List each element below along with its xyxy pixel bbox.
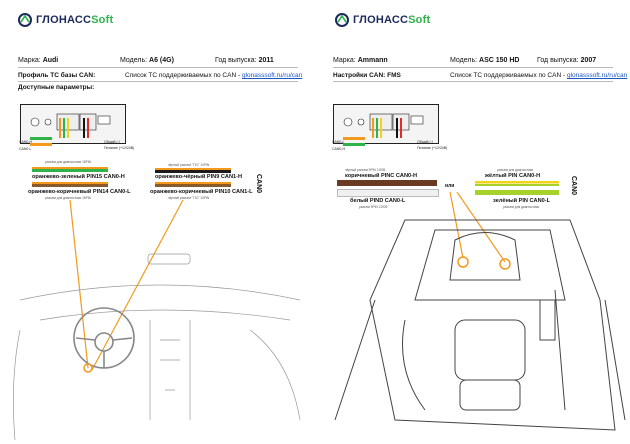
make-row: Марка: Audi <box>18 57 58 64</box>
pin9-label: оранжево-чёрный PIN9 CAN1-H <box>155 174 243 180</box>
brand-mark-icon <box>18 13 32 27</box>
connector-note: чёрный разъем "T10" 10PIN <box>168 163 210 167</box>
green-pin-label: зелёный PIN CAN0-L <box>493 198 551 204</box>
can-list-link[interactable]: glonasssoft.ru/ru/can <box>241 72 303 79</box>
can-list-row: Список ТС поддерживаемых по CAN - glonas… <box>450 72 627 79</box>
make-value: Audi <box>42 57 59 64</box>
brand-logo: ГЛОНАССSoft <box>18 13 113 27</box>
right-sheet: ГЛОНАССSoft Марка: Ammann Модель: ASC 15… <box>315 0 630 444</box>
brand-suffix: Soft <box>91 14 114 26</box>
cab-drawing <box>334 113 626 431</box>
brand-prefix: ГЛОНАСС <box>36 14 92 26</box>
pin-can0l-label: CAN0-L <box>332 140 345 144</box>
connector-note: разъем для диагностики <box>503 205 540 209</box>
model-label: Модель: <box>120 57 148 64</box>
wire-can0h <box>343 143 365 146</box>
can-list-link[interactable]: glonasssoft.ru/ru/can <box>566 72 628 79</box>
model-row: Модель: ASC 150 HD <box>450 57 520 64</box>
connector-note: чёрный разъем 9PIN J1939 <box>345 168 386 172</box>
divider <box>18 67 298 68</box>
pin-can0l-label: CAN0-L <box>19 147 32 151</box>
wire-bar-yellow-green <box>475 181 559 186</box>
wire-can0l <box>343 137 365 140</box>
brand-prefix: ГЛОНАСС <box>353 14 409 26</box>
model-row: Модель: A6 (4G) <box>120 57 174 64</box>
car-interior-drawing <box>12 113 301 441</box>
make-label: Марка: <box>333 57 356 64</box>
year-row: Год выпуска: 2007 <box>537 57 596 64</box>
divider <box>18 81 298 82</box>
connector-note: разъем для диагностики <box>497 168 534 172</box>
or-label: или <box>445 183 455 189</box>
pind-label: белый PIND CAN0-L <box>350 198 406 204</box>
connector-note: разъем 9PIN J1939 <box>359 205 388 209</box>
wire-bar-orange-black <box>155 168 231 173</box>
make-row: Марка: Ammann <box>333 57 388 64</box>
year-label: Год выпуска: <box>215 57 257 64</box>
can-profile-label: Профиль ТС базы CAN: <box>18 72 96 79</box>
left-sheet: ГЛОНАССSoft Марка: Audi Модель: A6 (4G) … <box>12 0 316 444</box>
model-label: Модель: <box>450 57 478 64</box>
connector-note: разъем для диагностики 16PIN <box>45 160 91 164</box>
pin-power-label: Питание (+12/24В) <box>417 146 448 150</box>
year-row: Год выпуска: 2011 <box>215 57 274 64</box>
pin-ground-label: Общий (-) <box>104 140 120 144</box>
pin10-label: оранжево-коричневый PIN10 CAN1-L <box>150 189 253 195</box>
can-list-label: Список ТС поддерживаемых по CAN - <box>125 72 241 79</box>
wire-bar-orange-green <box>32 167 108 172</box>
connector-note: чёрный разъем "T10" 10PIN <box>168 196 210 200</box>
model-value: ASC 150 HD <box>479 57 520 64</box>
wire-bar-brown <box>337 180 437 186</box>
can-settings-label: Настройки CAN: FMS <box>333 72 401 79</box>
year-value: 2007 <box>580 57 597 64</box>
params-label: Доступные параметры: <box>18 84 95 91</box>
pin-ground-label: Общий (-) <box>417 140 433 144</box>
year-value: 2011 <box>258 57 274 64</box>
brand-logo: ГЛОНАССSoft <box>335 13 430 27</box>
pinc-label: коричневый PINC CAN0-H <box>345 173 417 179</box>
pin-can0h-label: CAN0-H <box>19 140 33 144</box>
connector-note: разъем для диагностики 16PIN <box>45 196 91 200</box>
yellow-pin-label: жёлтый PIN CAN0-H <box>485 173 541 179</box>
model-value: A6 (4G) <box>149 57 174 64</box>
brand-suffix: Soft <box>408 14 431 26</box>
wire-bar-orange-brown <box>155 182 231 187</box>
wire-can0h <box>30 137 52 140</box>
pin-can0h-label: CAN0-H <box>332 147 346 151</box>
wire-bar-green <box>475 190 559 195</box>
can-list-row: Список ТС поддерживаемых по CAN - glonas… <box>125 72 302 79</box>
pin15-label: оранжево-зеленый PIN15 CAN0-H <box>32 174 125 180</box>
year-label: Год выпуска: <box>537 57 579 64</box>
pin-power-label: Питание (+12/24В) <box>104 146 135 150</box>
brand-mark-icon <box>335 13 349 27</box>
pin14-label: оранжево-коричневый PIN14 CAN0-L <box>28 189 131 195</box>
make-value: Ammann <box>357 57 388 64</box>
wire-bar-white <box>337 189 439 197</box>
wire-bar-orange-brown <box>32 182 108 187</box>
wire-can0l <box>30 143 52 146</box>
divider <box>333 81 613 82</box>
make-label: Марка: <box>18 57 41 64</box>
divider <box>333 67 613 68</box>
can-list-label: Список ТС поддерживаемых по CAN - <box>450 72 566 79</box>
